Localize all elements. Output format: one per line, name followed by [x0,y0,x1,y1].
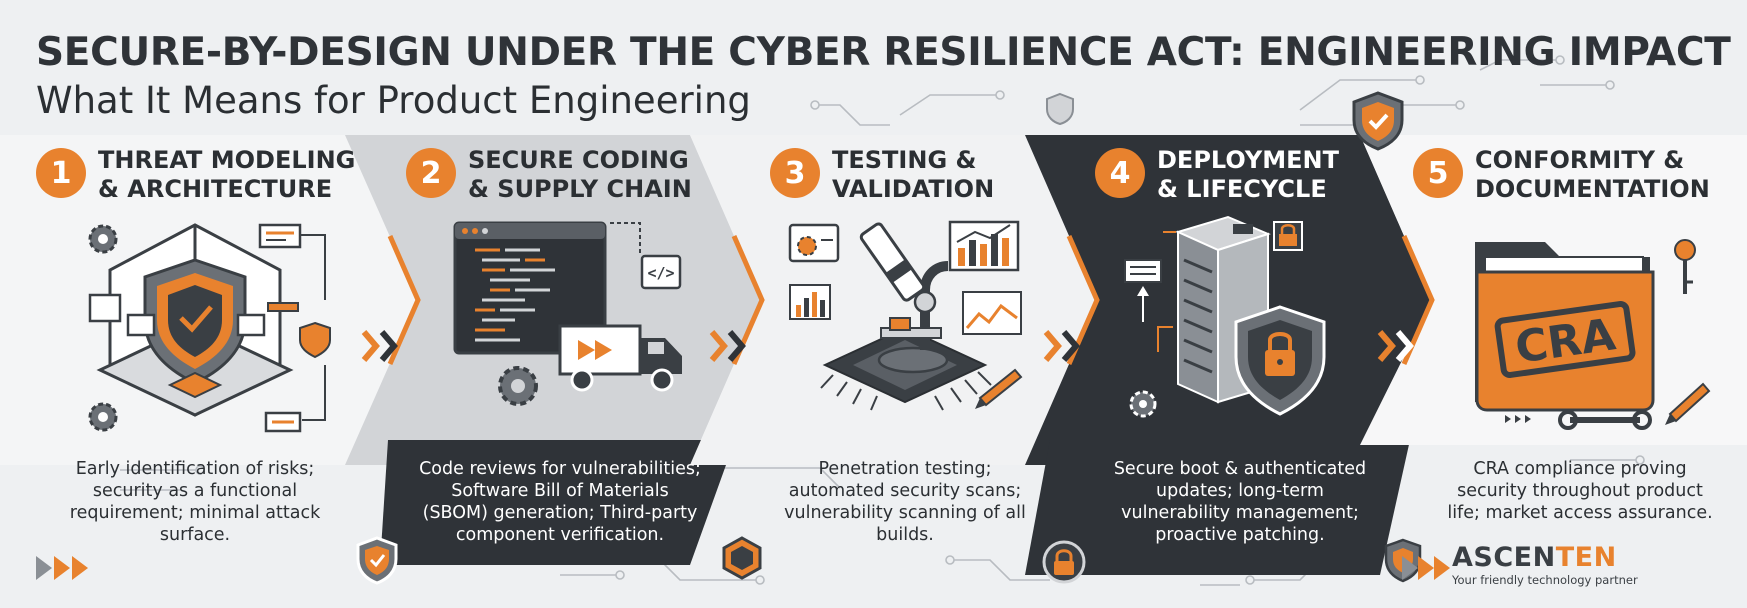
step-2-description: Code reviews for vulnerabilities; Softwa… [419,459,701,545]
code-icon-label: </> [647,264,674,282]
gear-icon [88,402,118,432]
bar-chart-icon [948,220,1020,272]
step-4-number: 4 [1095,148,1145,198]
gear-icon [498,366,538,406]
step-1-description: Early identification of risks; security … [69,459,321,545]
threat-model-illustration [88,223,331,433]
step-2-title: SECURE CODING & SUPPLY CHAIN [468,146,692,203]
step-2-number: 2 [406,148,456,198]
shield-check-icon [356,536,398,585]
shield-check-icon [1046,92,1074,126]
page-title: SECURE-BY-DESIGN UNDER THE CYBER RESILIE… [36,30,1731,75]
step-3-header: 3 TESTING & VALIDATION [770,146,994,204]
step-3-description: Penetration testing; automated security … [784,459,1026,545]
chevron-arrows-icon [1043,330,1080,362]
padlock-icon [1265,332,1295,376]
chevron-arrows-icon [36,556,88,580]
step-5-title: CONFORMITY & DOCUMENTATION [1475,146,1710,203]
secure-coding-illustration: </> [453,221,682,406]
key-icon [1674,239,1696,294]
bar-chart-icon [789,284,831,320]
chevron-arrows-icon [1377,330,1414,362]
page-subtitle: What It Means for Product Engineering [36,79,751,122]
chevron-arrows-icon [1402,556,1450,580]
wrench-icon [1558,410,1652,430]
panel-2-lower [380,440,735,565]
brand-tagline: Your friendly technology partner [1452,573,1638,587]
folder-icon: CRA [1475,242,1655,412]
step-1-title: THREAT MODELING & ARCHITECTURE [98,146,356,203]
gear-icon [797,236,817,256]
microscope-icon [859,222,949,374]
testing-illustration [788,220,1023,411]
padlock-icon [1042,540,1086,584]
deployment-illustration [1124,215,1326,418]
step-5-description: CRA compliance proving security througho… [1447,459,1713,523]
step-4-title: DEPLOYMENT & LIFECYCLE [1157,146,1340,203]
conformity-illustration: CRA [1475,239,1711,430]
chip-icon [722,536,762,580]
code-window-icon [453,221,607,355]
chevron-arrows-icon [709,330,746,362]
step-1-number: 1 [36,148,86,198]
brand-name: ASCENTEN [1452,542,1617,573]
delivery-truck-icon [558,324,682,392]
padlock-icon [1273,221,1303,251]
gear-icon [1129,390,1157,418]
step-4-description: Secure boot & authenticated updates; lon… [1113,459,1367,545]
step-5-header: 5 CONFORMITY & DOCUMENTATION [1413,146,1710,204]
step-1-header: 1 THREAT MODELING & ARCHITECTURE [36,146,355,204]
panel-4-lower [1025,440,1410,575]
shield-check-icon [143,258,247,385]
header: SECURE-BY-DESIGN UNDER THE CYBER RESILIE… [36,30,1731,122]
step-4-header: 4 DEPLOYMENT & LIFECYCLE [1095,146,1339,204]
step-3-number: 3 [770,148,820,198]
step-5-number: 5 [1413,148,1463,198]
step-2-header: 2 SECURE CODING & SUPPLY CHAIN [406,146,692,204]
shield-check-icon [1352,91,1404,151]
pencil-icon [1665,382,1711,425]
step-3-title: TESTING & VALIDATION [832,146,995,203]
gear-icon [88,224,118,254]
chevron-arrows-icon [361,330,398,362]
pencil-icon [975,368,1023,409]
brand-logo: ASCENTEN Your friendly technology partne… [1452,542,1638,587]
panel-3-background [690,135,1097,465]
